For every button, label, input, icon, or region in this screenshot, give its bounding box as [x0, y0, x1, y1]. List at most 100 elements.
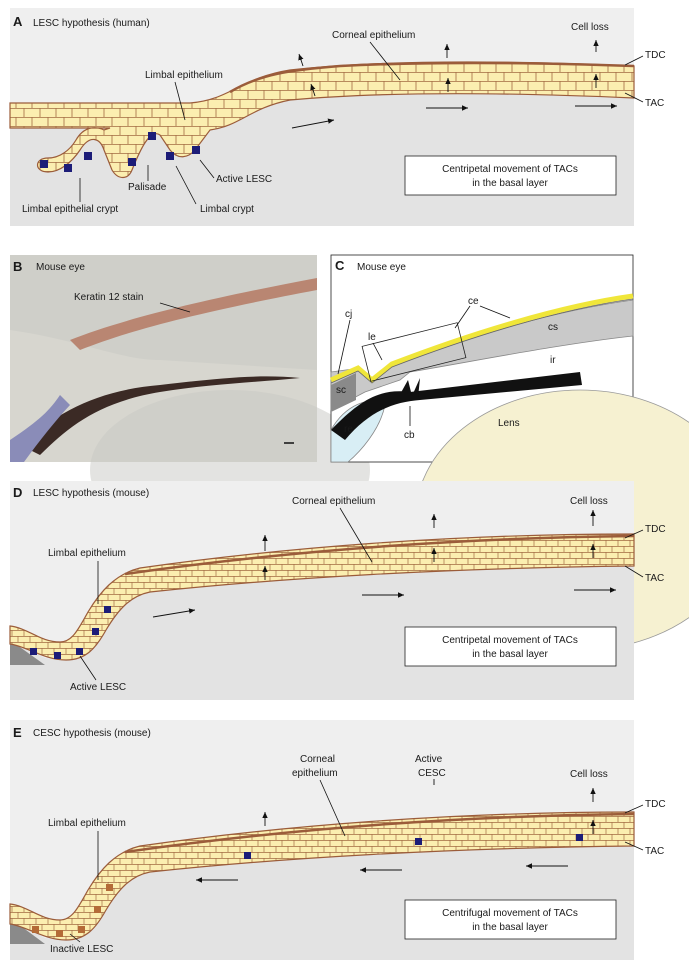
label-corneal-line-1: Corneal [300, 754, 335, 765]
epithelium-yellow [329, 293, 634, 384]
leader-line [454, 305, 471, 329]
panel-e-letter: E [13, 725, 22, 740]
inactive-lesc-cell [56, 930, 63, 937]
keratin-stain [70, 278, 317, 350]
label-corneal-epithelium: Corneal epithelium [292, 496, 375, 507]
active-cesc-cell [244, 852, 251, 859]
leader-line [174, 81, 186, 121]
active-lesc-cell [192, 146, 200, 154]
note-line-1: Centripetal movement of TACs [442, 635, 578, 646]
panel-d-letter: D [13, 485, 22, 500]
pigment-layer [20, 376, 300, 455]
label-palisade: Palisade [128, 182, 167, 193]
label-cs: cs [548, 322, 558, 333]
leader-line [339, 507, 373, 563]
label-lens: Lens [498, 418, 520, 429]
label-cell-loss: Cell loss [570, 769, 608, 780]
panel-c-letter: C [335, 258, 345, 273]
note-box [404, 155, 617, 196]
label-keratin-stain: Keratin 12 stain [74, 292, 144, 303]
active-lesc-cell [148, 132, 156, 140]
panel-e-title: CESC hypothesis (mouse) [33, 728, 151, 739]
panel-b-letter: B [13, 259, 22, 274]
leader-line [79, 655, 97, 681]
active-cesc-cell [576, 834, 583, 841]
panel-a-title: LESC hypothesis (human) [33, 18, 150, 29]
inactive-lesc-cell [94, 906, 101, 913]
inactive-lesc-cell [78, 926, 85, 933]
label-active-lesc: Active LESC [70, 682, 126, 693]
ciliary-body-shape [398, 378, 420, 398]
active-lesc-cell [54, 652, 61, 659]
active-lesc-cell [64, 164, 72, 172]
active-lesc-cell [40, 160, 48, 168]
label-active-cesc-line-2: CESC [418, 768, 446, 779]
label-tdc: TDC [645, 799, 666, 810]
active-lesc-cell [76, 648, 83, 655]
label-cj: cj [345, 309, 352, 320]
active-lesc-cell [84, 152, 92, 160]
label-sc: sc [336, 385, 346, 396]
leader-line [337, 319, 351, 375]
inset-rectangle [361, 322, 467, 382]
panel-a-letter: A [13, 14, 23, 29]
arrow-up [310, 83, 316, 97]
epithelium-band [9, 811, 635, 941]
leader-line [175, 165, 197, 205]
panel-d: D LESC hypothesis (mouse) Corneal epithe… [9, 481, 666, 700]
note-box [404, 899, 617, 940]
label-active-cesc-line-1: Active [415, 754, 443, 765]
epithelium-band [9, 533, 635, 661]
leader-line [624, 565, 644, 578]
panel-b-title: Mouse eye [36, 262, 85, 273]
active-lesc-cell [128, 158, 136, 166]
tdc-layer [229, 61, 635, 94]
leader-line [159, 302, 191, 313]
label-limbal-epithelium: Limbal epithelium [48, 548, 126, 559]
note-line-2: in the basal layer [472, 922, 548, 933]
active-lesc-cell [30, 648, 37, 655]
label-ir: ir [550, 355, 556, 366]
arrow-right [152, 608, 196, 618]
panel-d-title: LESC hypothesis (mouse) [33, 488, 149, 499]
label-re: re [344, 424, 353, 435]
label-corneal-epithelium: Corneal epithelium [332, 30, 415, 41]
note-line-2: in the basal layer [472, 178, 548, 189]
active-lesc-cell [104, 606, 111, 613]
leader-line [372, 342, 383, 361]
label-tac: TAC [645, 98, 664, 109]
epithelium-edge [330, 298, 634, 384]
leader-line [624, 55, 644, 66]
note-box [404, 626, 617, 667]
label-limbal-epithelium: Limbal epithelium [48, 818, 126, 829]
tdc-layer [124, 812, 635, 854]
arrow-right [291, 118, 335, 129]
label-tac: TAC [645, 846, 664, 857]
tdc-layer [124, 534, 635, 576]
label-tdc: TDC [645, 50, 666, 61]
retina-stain [10, 395, 70, 462]
label-le: le [368, 332, 376, 343]
inactive-lesc-cell [106, 884, 113, 891]
leader-line [624, 92, 644, 103]
inactive-lesc-cell [32, 926, 39, 933]
leader-line [624, 529, 644, 539]
label-limbal-epithelium: Limbal epithelium [145, 70, 223, 81]
leader-line [479, 305, 511, 319]
leader-line [624, 841, 644, 851]
panel-e: E CESC hypothesis (mouse) Corneal epithe… [9, 720, 666, 960]
active-lesc-cell [166, 152, 174, 160]
label-corneal-line-2: epithelium [292, 768, 338, 779]
leader-line [199, 159, 215, 179]
label-limbal-epithelial-crypt: Limbal epithelial crypt [22, 204, 118, 215]
arrow-up [298, 53, 304, 67]
leader-line [69, 933, 81, 943]
label-tdc: TDC [645, 524, 666, 535]
leader-line [624, 804, 644, 814]
active-lesc-cell [92, 628, 99, 635]
label-cb: cb [404, 430, 415, 441]
panel-a: A LESC hypothesis (human) Limbal epithel… [9, 8, 666, 226]
leader-line [369, 41, 401, 81]
label-cell-loss: Cell loss [571, 22, 609, 33]
